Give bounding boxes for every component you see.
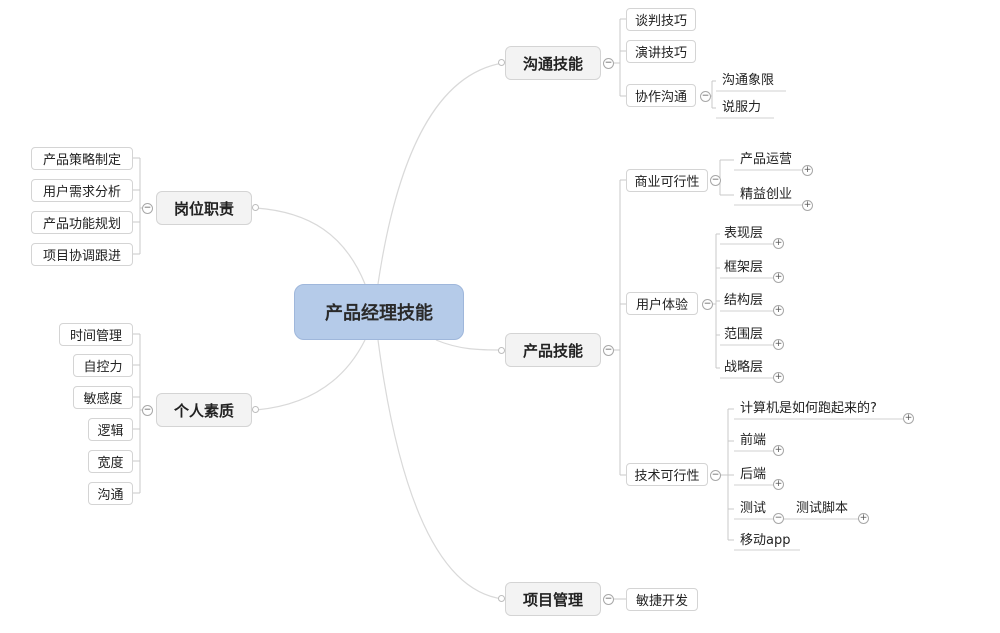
topic-technical-feasibility[interactable]: 技术可行性 (626, 463, 708, 486)
topic-time-management[interactable]: 时间管理 (59, 323, 133, 346)
topic-test-scripts[interactable]: 测试脚本 (796, 501, 849, 516)
topic-negotiation[interactable]: 谈判技巧 (626, 8, 696, 31)
collapse-toggle-qualities[interactable]: − (142, 405, 153, 416)
collapse-toggle-communication[interactable]: − (603, 58, 614, 69)
collapse-toggle-product[interactable]: − (603, 345, 614, 356)
topic-sensitivity[interactable]: 敏感度 (73, 386, 133, 409)
topic-collaboration[interactable]: 协作沟通 (626, 84, 696, 107)
collapse-toggle-testing[interactable]: − (773, 513, 784, 524)
branch-connector-dot (498, 347, 505, 354)
topic-public-speaking[interactable]: 演讲技巧 (626, 40, 696, 63)
collapse-toggle-business[interactable]: − (710, 175, 721, 186)
expand-toggle-skeleton-layer[interactable]: + (773, 272, 784, 283)
topic-mobile-app[interactable]: 移动app (740, 533, 791, 548)
branch-connector-dot (498, 59, 505, 66)
expand-toggle-strategy-layer[interactable]: + (773, 372, 784, 383)
expand-toggle-backend[interactable]: + (773, 479, 784, 490)
topic-communication[interactable]: 沟通 (88, 482, 133, 505)
topic-project-coordination[interactable]: 项目协调跟进 (31, 243, 133, 266)
expand-toggle-lean-startup[interactable]: + (802, 200, 813, 211)
topic-breadth[interactable]: 宽度 (88, 450, 133, 473)
topic-self-control[interactable]: 自控力 (73, 354, 133, 377)
topic-backend[interactable]: 后端 (740, 467, 767, 482)
topic-communication-skills[interactable]: 沟通技能 (505, 46, 601, 80)
collapse-toggle-duties[interactable]: − (142, 203, 153, 214)
topic-user-experience[interactable]: 用户体验 (626, 292, 698, 315)
topic-skeleton-layer[interactable]: 框架层 (724, 260, 764, 275)
topic-testing[interactable]: 测试 (740, 501, 767, 516)
expand-toggle-product-operations[interactable]: + (802, 165, 813, 176)
topic-communication-quadrant[interactable]: 沟通象限 (722, 73, 775, 88)
expand-toggle-scope-layer[interactable]: + (773, 339, 784, 350)
topic-feature-planning[interactable]: 产品功能规划 (31, 211, 133, 234)
branch-connector-dot (498, 595, 505, 602)
topic-product-skills[interactable]: 产品技能 (505, 333, 601, 367)
topic-product-operations[interactable]: 产品运营 (740, 152, 793, 167)
expand-toggle-test-scripts[interactable]: + (858, 513, 869, 524)
collapse-toggle-tech[interactable]: − (710, 470, 721, 481)
expand-toggle-structure-layer[interactable]: + (773, 305, 784, 316)
expand-toggle-surface-layer[interactable]: + (773, 238, 784, 249)
branch-connector-dot (252, 204, 259, 211)
topic-agile[interactable]: 敏捷开发 (626, 588, 698, 611)
topic-how-computers-run[interactable]: 计算机是如何跑起来的? (740, 401, 877, 416)
topic-job-duties[interactable]: 岗位职责 (156, 191, 252, 225)
central-topic[interactable]: 产品经理技能 (294, 284, 464, 340)
topic-scope-layer[interactable]: 范围层 (724, 327, 764, 342)
collapse-toggle-project[interactable]: − (603, 594, 614, 605)
topic-lean-startup[interactable]: 精益创业 (740, 187, 793, 202)
topic-personal-qualities[interactable]: 个人素质 (156, 393, 252, 427)
topic-strategy-layer[interactable]: 战略层 (724, 360, 764, 375)
topic-user-needs-analysis[interactable]: 用户需求分析 (31, 179, 133, 202)
topic-product-strategy[interactable]: 产品策略制定 (31, 147, 133, 170)
branch-connector-dot (252, 406, 259, 413)
expand-toggle-frontend[interactable]: + (773, 445, 784, 456)
topic-persuasion[interactable]: 说服力 (722, 100, 762, 115)
topic-business-feasibility[interactable]: 商业可行性 (626, 169, 708, 192)
topic-surface-layer[interactable]: 表现层 (724, 226, 764, 241)
collapse-toggle-collaboration[interactable]: − (700, 91, 711, 102)
topic-logic[interactable]: 逻辑 (88, 418, 133, 441)
topic-project-management[interactable]: 项目管理 (505, 582, 601, 616)
collapse-toggle-ux[interactable]: − (702, 299, 713, 310)
expand-toggle-how-computers-run[interactable]: + (903, 413, 914, 424)
topic-structure-layer[interactable]: 结构层 (724, 293, 764, 308)
topic-frontend[interactable]: 前端 (740, 433, 767, 448)
